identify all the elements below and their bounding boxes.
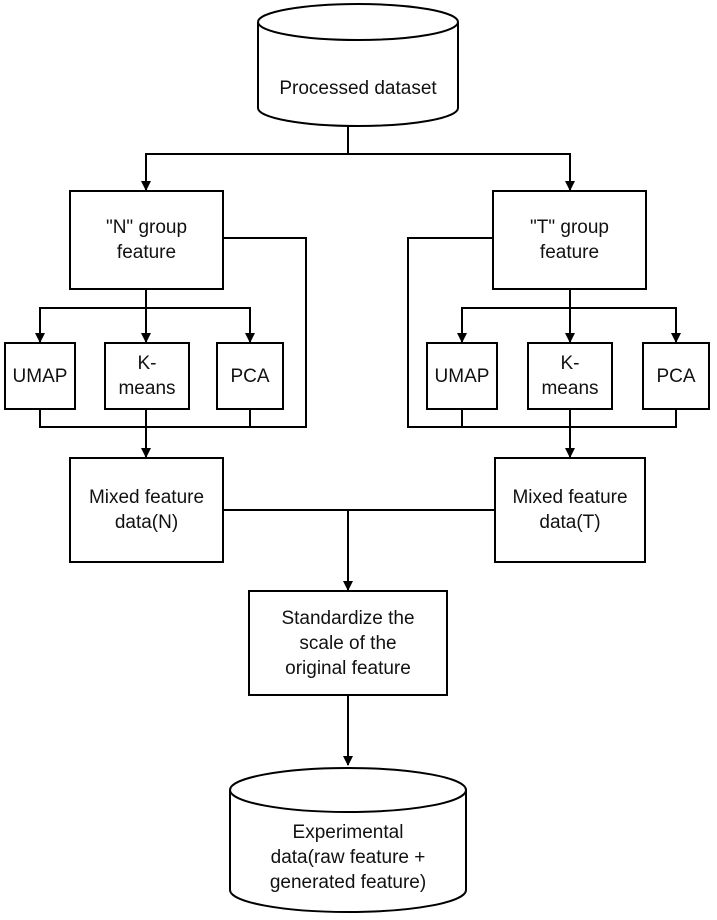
edge-n-group-to-pca xyxy=(146,307,255,343)
n-umap-box: UMAP xyxy=(4,342,76,410)
processed-dataset-label: Processed dataset xyxy=(279,78,437,99)
edge-dataset-to-t-group xyxy=(348,153,575,191)
mixed-feature-t-box: Mixed feature data(T) xyxy=(494,457,646,563)
mixed-feature-n-box: Mixed feature data(N) xyxy=(69,457,224,563)
n-pca-box: PCA xyxy=(216,342,284,410)
t-umap-box: UMAP xyxy=(426,342,498,410)
n-group-feature-box: "N" group feature xyxy=(69,190,224,290)
t-group-feature-box: "T" group feature xyxy=(492,190,647,290)
t-kmeans-box: K- means xyxy=(527,342,613,410)
standardize-box: Standardize the scale of the original fe… xyxy=(248,590,448,696)
n-kmeans-box: K- means xyxy=(104,342,190,410)
edge-dataset-to-n-group xyxy=(141,153,348,191)
edge-t-group-to-pca xyxy=(570,307,681,343)
experimental-data-cylinder xyxy=(229,767,467,913)
t-pca-box: PCA xyxy=(642,342,710,410)
experimental-data-label: Experimental data(raw feature + generate… xyxy=(269,822,427,893)
edge-n-group-to-umap xyxy=(35,307,146,343)
processed-dataset-cylinder xyxy=(257,3,459,127)
edge-t-group-to-umap xyxy=(457,307,570,343)
